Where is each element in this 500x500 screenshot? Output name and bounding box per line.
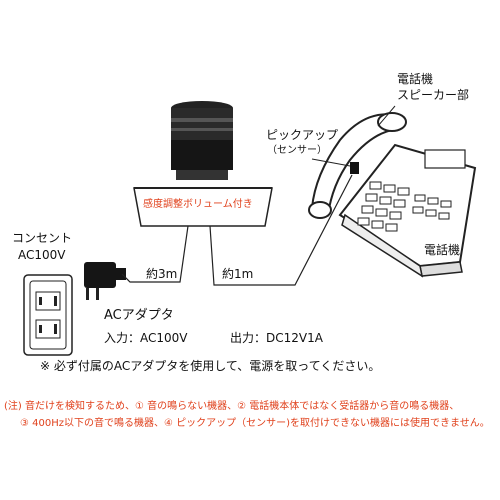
speaker-leader-line	[377, 105, 396, 127]
pickup-sensor-icon	[350, 162, 359, 174]
phone-label-bottom: 電話機	[424, 243, 461, 257]
outlet-label-line1: コンセント	[12, 231, 73, 245]
signal-light-icon	[171, 101, 233, 180]
input-label: 入力：AC100V	[104, 331, 188, 345]
note-black: ※ 必ず付属のACアダプタを使用して、電源を取ってください。	[40, 359, 381, 373]
cable-3m-label: 約3m	[146, 267, 178, 281]
phone-label-top-line1: 電話機	[397, 72, 434, 86]
outlet-label-line2: AC100V	[18, 248, 66, 262]
adapter-label: ACアダプタ	[104, 308, 174, 323]
wall-outlet-icon	[23, 274, 73, 356]
base-unit	[133, 187, 273, 227]
note-red-line2: ③ 400Hz以下の音で鳴る機器、④ ピックアップ（センサー)を取付けできない機…	[20, 418, 490, 429]
cable-1m-label: 約1m	[222, 267, 254, 281]
telephone-icon	[308, 112, 477, 278]
sensor-label: （センサー）	[267, 145, 327, 156]
cables	[121, 174, 353, 286]
note-red-line1: (注) 音だけを検知するため、① 音の鳴らない機器、② 電話機本体ではなく受話器…	[4, 401, 460, 412]
base-label: 感度調整ボリューム付き	[143, 199, 253, 210]
output-label: 出力：DC12V1A	[230, 331, 323, 345]
pickup-label: ピックアップ	[266, 128, 339, 142]
ac-adapter-icon	[84, 262, 126, 300]
pickup-leader-line	[311, 158, 351, 167]
product-diagram	[23, 101, 477, 356]
phone-label-top-line2: スピーカー部	[397, 88, 470, 102]
